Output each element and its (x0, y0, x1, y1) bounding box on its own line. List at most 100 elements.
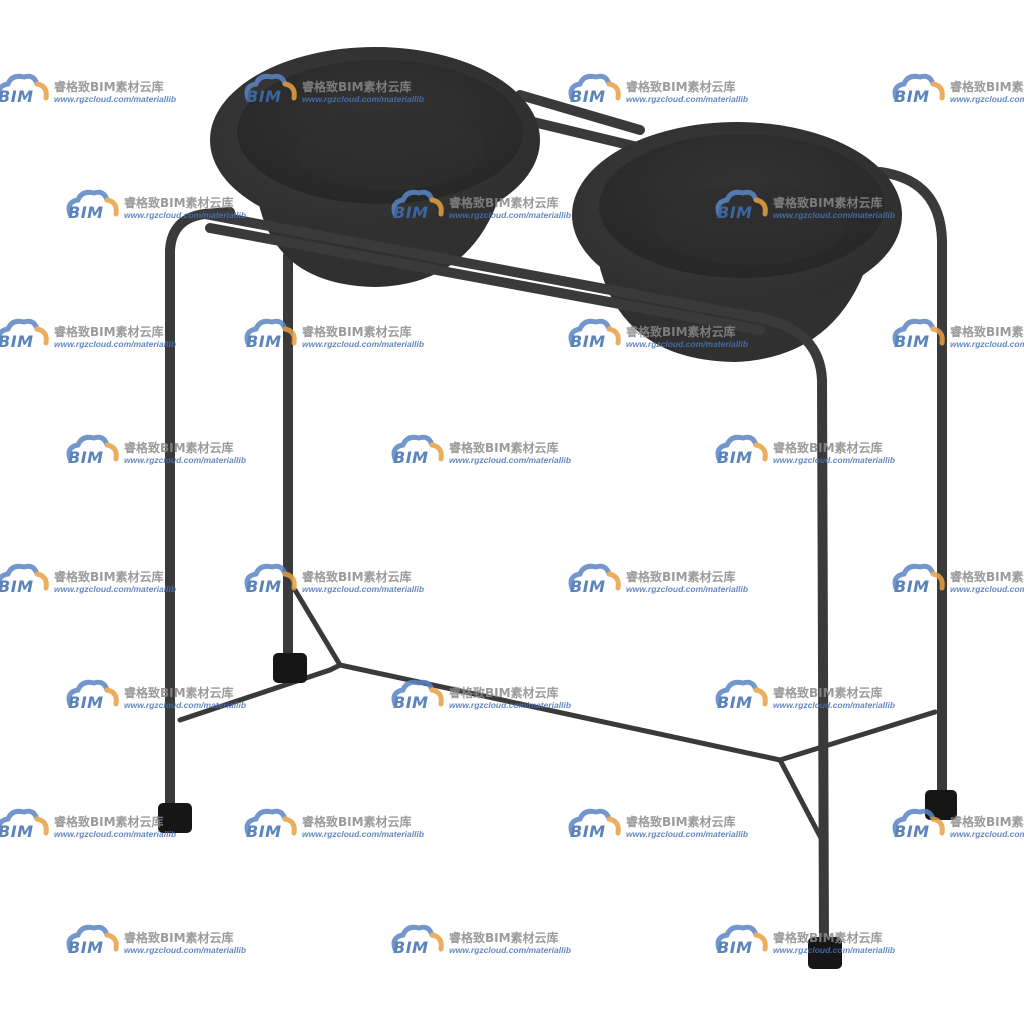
cloud-logo-icon: BIM (709, 433, 771, 473)
watermark-url: www.rgzcloud.com/materiallib (54, 338, 177, 349)
watermark-url: www.rgzcloud.com/materiallib (54, 828, 177, 839)
cloud-logo-icon: BIM (709, 678, 771, 718)
watermark-url: www.rgzcloud.com/materiallib (626, 583, 749, 594)
cloud-logo-icon: BIM (238, 807, 300, 847)
watermark-logo-text: BIM (0, 332, 34, 351)
watermark-url: www.rgzcloud.com/materiallib (54, 93, 177, 104)
watermark-brand: 睿格致BIM素材云库 (950, 814, 1024, 829)
watermark: BIM睿格致BIM素材云库www.rgzcloud.com/materialli… (886, 562, 1024, 602)
watermark-url: www.rgzcloud.com/materiallib (124, 699, 247, 710)
watermark-url: www.rgzcloud.com/materiallib (449, 699, 572, 710)
watermark-url: www.rgzcloud.com/materiallib (302, 338, 425, 349)
watermark-url: www.rgzcloud.com/materiallib (626, 93, 749, 104)
watermark-brand: 睿格致BIM素材云库 (54, 569, 164, 584)
watermark-logo-text: BIM (246, 577, 282, 596)
watermark-url: www.rgzcloud.com/materiallib (124, 209, 247, 220)
cloud-logo-icon: BIM (562, 807, 624, 847)
watermark-logo-text: BIM (717, 693, 753, 712)
watermark-brand: 睿格致BIM素材云库 (302, 324, 412, 339)
watermark-url: www.rgzcloud.com/materiallib (124, 454, 247, 465)
watermark-brand: 睿格致BIM素材云库 (773, 195, 883, 210)
cloud-logo-icon: BIM (60, 678, 122, 718)
watermark-brand: 睿格致BIM素材云库 (54, 324, 164, 339)
watermark-brand: 睿格致BIM素材云库 (773, 440, 883, 455)
cloud-logo-icon: BIM (238, 72, 300, 112)
watermark-logo-text: BIM (393, 693, 429, 712)
watermark-url: www.rgzcloud.com/materiallib (950, 93, 1024, 104)
watermark-brand: 睿格致BIM素材云库 (626, 814, 736, 829)
watermark-logo-text: BIM (0, 577, 34, 596)
cloud-logo-icon: BIM (886, 317, 948, 357)
watermark-url: www.rgzcloud.com/materiallib (950, 338, 1024, 349)
cloud-logo-icon: BIM (60, 923, 122, 963)
cloud-logo-icon: BIM (385, 923, 447, 963)
watermark: BIM睿格致BIM素材云库www.rgzcloud.com/materialli… (886, 807, 1024, 847)
watermark-brand: 睿格致BIM素材云库 (124, 195, 234, 210)
watermark-url: www.rgzcloud.com/materiallib (449, 209, 572, 220)
cloud-logo-icon: BIM (886, 72, 948, 112)
watermark-brand: 睿格致BIM素材云库 (449, 195, 559, 210)
cloud-logo-icon: BIM (0, 562, 52, 602)
cloud-logo-icon: BIM (709, 923, 771, 963)
cloud-logo-icon: BIM (238, 317, 300, 357)
cloud-logo-icon: BIM (562, 317, 624, 357)
watermark: BIM睿格致BIM素材云库www.rgzcloud.com/materialli… (886, 72, 1024, 112)
watermark-logo-text: BIM (894, 822, 930, 841)
cloud-logo-icon: BIM (60, 433, 122, 473)
cloud-logo-icon: BIM (886, 807, 948, 847)
foot-caps (158, 653, 957, 969)
watermark-brand: 睿格致BIM素材云库 (950, 324, 1024, 339)
cloud-logo-icon: BIM (0, 72, 52, 112)
watermark-logo-text: BIM (0, 822, 34, 841)
watermark-logo-text: BIM (68, 448, 104, 467)
watermark-brand: 睿格致BIM素材云库 (302, 569, 412, 584)
cloud-logo-icon: BIM (0, 807, 52, 847)
watermark-url: www.rgzcloud.com/materiallib (773, 944, 896, 955)
watermark-logo-text: BIM (717, 938, 753, 957)
watermark-url: www.rgzcloud.com/materiallib (626, 828, 749, 839)
watermark-logo-text: BIM (894, 332, 930, 351)
watermark-logo-text: BIM (393, 203, 429, 222)
watermark-logo-text: BIM (894, 577, 930, 596)
watermark-brand: 睿格致BIM素材云库 (773, 685, 883, 700)
watermark-logo-text: BIM (68, 938, 104, 957)
cloud-logo-icon: BIM (709, 188, 771, 228)
watermark-url: www.rgzcloud.com/materiallib (124, 944, 247, 955)
watermark-logo-text: BIM (570, 577, 606, 596)
watermark-brand: 睿格致BIM素材云库 (302, 79, 412, 94)
watermark-logo-text: BIM (570, 822, 606, 841)
watermark-brand: 睿格致BIM素材云库 (124, 440, 234, 455)
watermark-url: www.rgzcloud.com/materiallib (950, 583, 1024, 594)
watermark-logo-text: BIM (570, 87, 606, 106)
watermark-url: www.rgzcloud.com/materiallib (302, 828, 425, 839)
watermark-logo-text: BIM (717, 448, 753, 467)
watermark-url: www.rgzcloud.com/materiallib (773, 454, 896, 465)
watermark-logo-text: BIM (0, 87, 34, 106)
watermark-brand: 睿格致BIM素材云库 (302, 814, 412, 829)
watermark-url: www.rgzcloud.com/materiallib (626, 338, 749, 349)
watermark-brand: 睿格致BIM素材云库 (449, 685, 559, 700)
cloud-logo-icon: BIM (562, 72, 624, 112)
watermark-url: www.rgzcloud.com/materiallib (302, 93, 425, 104)
watermark: BIM 睿格致BIM素材云库www.rgzcloud.com/materialli… (886, 317, 1024, 357)
cloud-logo-icon: BIM (238, 562, 300, 602)
watermark-logo-text: BIM (393, 938, 429, 957)
watermark-logo-text: BIM (246, 332, 282, 351)
watermark-brand: 睿格致BIM素材云库 (449, 440, 559, 455)
watermark-url: www.rgzcloud.com/materiallib (773, 209, 896, 220)
cloud-logo-icon: BIM (886, 562, 948, 602)
